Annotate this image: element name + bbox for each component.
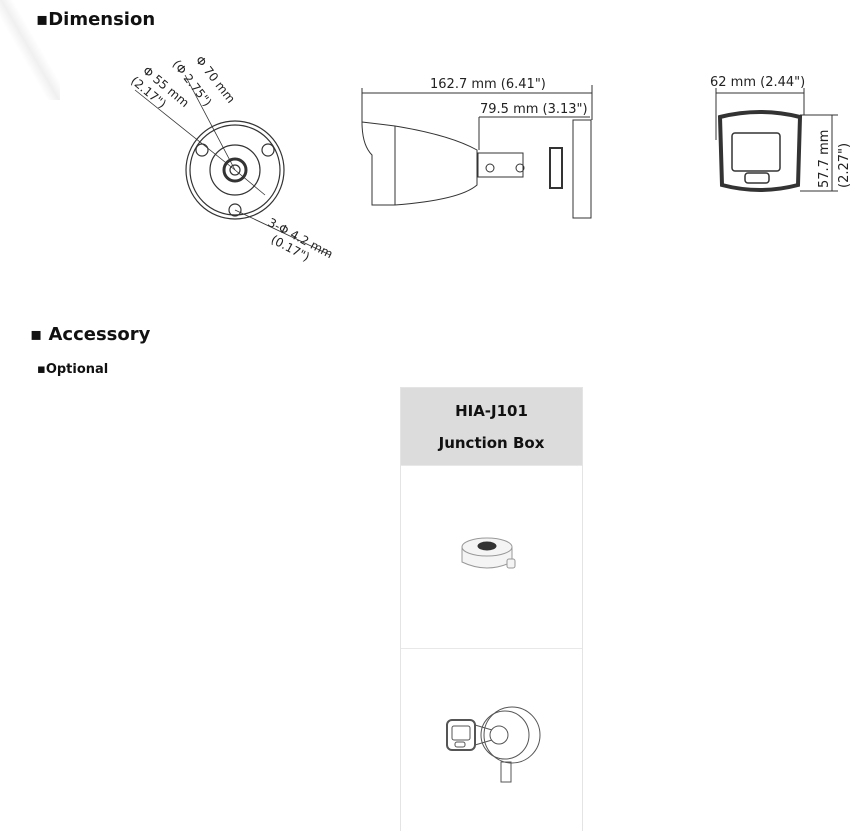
junction-box-mounted-image-cell [401,648,582,831]
junction-box-image-cell [401,465,582,648]
junction-box-mounted-image [445,706,540,783]
optional-subheading-text: Optional [45,362,109,377]
watermark [0,0,60,100]
accessory-model: HIA-J101 [455,401,528,420]
accessory-heading-text: Accessory [48,324,151,345]
lens-view-drawing: 62 mm (2.44") 57.7 mm (2.27") [710,75,852,192]
dimension-heading: ▪Dimension [36,9,156,30]
accessory-name: Junction Box [438,433,545,452]
bracket-length-label: 79.5 mm (3.13") [480,102,588,117]
optional-subheading: ▪Optional [37,362,109,377]
accessory-heading: ▪ Accessory [30,324,151,345]
height-inch-label: (2.27") [837,143,852,188]
total-length-label: 162.7 mm (6.41") [430,77,546,92]
height-label: 57.7 mm [817,130,832,188]
accessory-header: HIA-J101 Junction Box [401,388,582,465]
base-view-drawing: Φ 70 mm (Φ 2.75") Φ 55 mm (2.17") 3-Φ 4.… [128,53,335,264]
dimension-heading-text: Dimension [48,9,156,30]
junction-box-image [461,537,515,569]
side-view-drawing: 162.7 mm (6.41") 79.5 mm (3.13") [361,77,593,219]
accessory-table: HIA-J101 Junction Box [400,387,583,831]
width-label: 62 mm (2.44") [710,75,805,90]
